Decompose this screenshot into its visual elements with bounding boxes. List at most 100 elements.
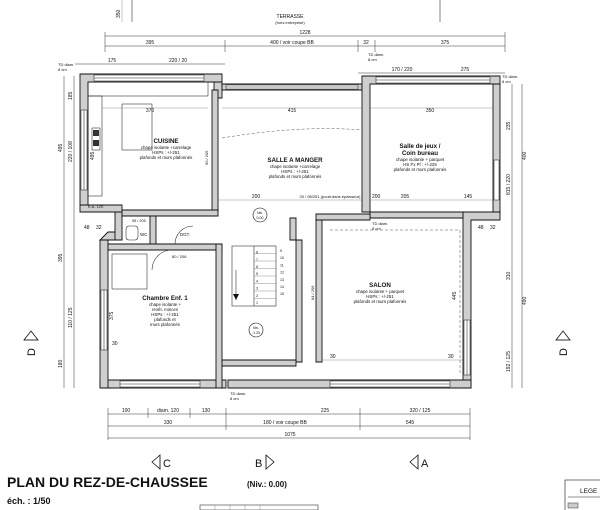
dim-left-395: 395	[58, 253, 64, 262]
right-dimensions: 235 400 815 / 220 310 490 192 / 125	[506, 84, 528, 388]
living-dim-30c: 30	[448, 354, 454, 360]
dim-row2-170: 170 / 220	[392, 67, 413, 73]
living-room: SALON chape isolante + parquet HSPs : +/…	[310, 229, 463, 375]
living-dim-445: 445	[452, 291, 458, 300]
living-l1: chape isolante + parquet	[356, 289, 405, 294]
section-d-right-label: D	[558, 348, 570, 356]
plan-level: (Niv.: 0.00)	[247, 480, 287, 489]
terrace-sub: (hors entreprise)	[275, 20, 305, 25]
dim-top-395: 395	[146, 40, 155, 46]
terrace-name: TERRASSE	[277, 14, 305, 20]
dim-32-right: 32	[490, 225, 496, 231]
label-ka: K.A. 120	[88, 204, 104, 209]
legend-label: LEGE	[580, 488, 598, 495]
plan-scale: éch. : 1/50	[7, 496, 51, 506]
dim-48-left: 48	[84, 225, 90, 231]
dim-left-185: 185	[68, 91, 74, 100]
section-markers: C B A D D	[23, 330, 571, 470]
kitchen-room: 370 CUISINE chape isolante +carrelage HS…	[87, 81, 209, 209]
section-d-right-marker	[555, 330, 571, 341]
section-b-marker	[265, 454, 275, 470]
title-block: PLAN DU REZ-DE-CHAUSSEE (Niv.: 0.00) éch…	[7, 474, 319, 510]
niv2-l2: -1.25	[252, 331, 260, 335]
dim-left-180: 180	[58, 359, 64, 368]
stair-step-number: 13	[280, 278, 284, 282]
dim-bot-130: 130	[202, 408, 211, 414]
dim-bot2-545: 545	[406, 420, 415, 426]
section-d-left-label: D	[26, 348, 38, 356]
dim-bot2-330: 330	[164, 420, 173, 426]
label-td-bottom: TD diam.	[230, 391, 246, 396]
dim-left-495: 495	[58, 143, 64, 152]
bedroom-l3: HSPs : +/-251	[151, 312, 179, 317]
games-l1: chape isolante + parquet	[396, 157, 445, 162]
stair-step-number: 7	[256, 258, 258, 262]
dining-l2: HSPs : +/-251	[281, 169, 309, 174]
dining-l1: chape isolante +carrelage	[270, 164, 321, 169]
stair-step-number: 12	[280, 271, 284, 275]
section-b-label: B	[255, 458, 262, 470]
games-l2: HS Fx Pl : +/-225	[403, 162, 437, 167]
stair-step-number: 4	[256, 279, 258, 283]
games-room: 350 Salle de jeux / Coin bureau chape is…	[370, 107, 493, 231]
bedroom-l5: murs plafonnés	[150, 322, 181, 327]
dim-32-left: 32	[96, 225, 102, 231]
niv-marker-1	[252, 207, 268, 223]
stair-step-number: 5	[256, 272, 258, 276]
label-td-left2: 8 cm	[58, 67, 67, 72]
living-l2: HSPs : +/-251	[366, 294, 394, 299]
dim-right-192: 192 / 125	[506, 351, 512, 372]
label-td-right2: 8 cm	[502, 79, 511, 84]
door-90-205: 90 / 205	[204, 150, 209, 165]
games-name2: Coin bureau	[402, 150, 438, 157]
living-name: SALON	[369, 282, 391, 289]
plan-title: PLAN DU REZ-DE-CHAUSSEE	[7, 474, 208, 490]
bedroom-dim-375: 375	[109, 311, 115, 320]
wc-room: WC 95 / 205	[125, 219, 147, 241]
bedroom-dim-30: 30	[112, 341, 118, 347]
kitchen-l2: HSPs : +/-251	[152, 150, 180, 155]
dim-top-32: 32	[363, 40, 369, 46]
dim-bot-120: diam. 120	[157, 408, 179, 414]
dim-right-310: 310	[506, 271, 512, 280]
top-dimensions: 1228 395 400 / voir coupe BB 32 375 175 …	[58, 30, 518, 84]
dim-48-right: 48	[478, 225, 484, 231]
dim-right-400: 400	[522, 151, 528, 160]
niv2-l1: Niv.	[253, 326, 259, 330]
stair-step-number: 6	[256, 265, 258, 269]
games-dim-350: 350	[426, 108, 435, 114]
dim-row2-275: 275	[461, 67, 470, 73]
dim-right-490: 490	[522, 296, 528, 305]
stair-step-number: 10	[280, 256, 284, 260]
dim-top-400: 400 / voir coupe BB	[270, 40, 314, 46]
label-poutre: 20 / 95/251 (poutr.dans épaisseur)	[300, 194, 362, 199]
section-c-label: C	[163, 458, 171, 470]
living-dim-30: 30	[330, 354, 336, 360]
stair-step-number: 8	[256, 251, 258, 255]
section-c-marker	[151, 454, 161, 470]
label-td-left: TD diam.	[58, 62, 74, 67]
dim-455: 495	[90, 151, 96, 160]
dining-name: SALLE A MANGER	[267, 157, 323, 164]
stair-step-number: 9	[280, 249, 282, 253]
legend-box: LEGE	[564, 479, 600, 510]
niv1-l2: 0.00	[257, 216, 264, 220]
stair-step-number: 11	[280, 263, 284, 267]
interior-walls	[107, 89, 464, 389]
dim-right-815: 815 / 220	[506, 174, 512, 195]
door-95: 95 / 205	[132, 219, 146, 223]
label-td-right: TD diam.	[502, 74, 518, 79]
bedroom-room: 80 / 206 Chambre Enf. 1 chape isolante +…	[109, 249, 264, 347]
games-l3: plafonds et murs plafonnés	[394, 167, 448, 172]
stair-step-number: 14	[280, 285, 284, 289]
games-name: Salle de jeux /	[400, 143, 441, 150]
bedroom-l4: plafonds et	[154, 317, 176, 322]
games-dim-145: 145	[464, 194, 473, 200]
living-l3: plafonds et murs plafonnés	[354, 299, 408, 304]
dim-row2-175: 175	[108, 58, 117, 64]
bedroom-l2: revêt. minces	[152, 307, 179, 312]
dim-left-110: 110 / 125	[68, 307, 74, 328]
section-d-left-marker	[23, 330, 39, 341]
